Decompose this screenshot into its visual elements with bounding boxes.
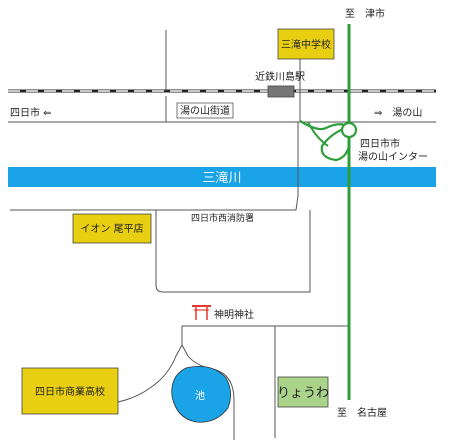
station-label: 近鉄川島駅: [255, 70, 305, 83]
torii-icon: [192, 305, 211, 320]
high-school-label: 四日市商業高校: [35, 385, 105, 398]
interchange-label-2: 湯の山インター: [358, 150, 428, 163]
junior-high-label: 三滝中学校: [281, 38, 331, 51]
aeon-label: イオン 尾平店: [80, 222, 143, 235]
pond: [171, 365, 231, 423]
station-marker: [267, 85, 295, 98]
south-direction: 至 名古屋: [337, 406, 387, 419]
highway-ramp-2: [320, 125, 351, 162]
road-name-box: [176, 102, 234, 119]
ryouwa-label: りょうわ: [277, 386, 329, 401]
west-direction: 四日市 ⇐: [10, 106, 52, 119]
ryouwa-box: [277, 376, 329, 408]
interchange-circle: [340, 121, 358, 139]
aeon-box: [72, 213, 152, 244]
highway-ramp-3: [307, 121, 329, 147]
high-school-box: [21, 367, 119, 415]
road-south-of-river: [10, 122, 299, 211]
road-pond-west: [117, 344, 183, 403]
shrine-label: 神明神社: [214, 308, 254, 321]
pond-label: 池: [195, 389, 205, 402]
road-aeon-loop: [155, 210, 311, 293]
north-direction: 至 津市: [345, 7, 385, 20]
river-label: 三滝川: [202, 171, 241, 186]
interchange-label-1: 四日市市: [360, 137, 400, 150]
river: [8, 167, 436, 187]
east-direction: ⇒ 湯の山: [374, 106, 422, 119]
fire-station-label: 四日市西消防署: [191, 212, 254, 224]
junior-high-box: [277, 28, 335, 60]
road-name-label: 湯の山街道: [180, 104, 230, 117]
